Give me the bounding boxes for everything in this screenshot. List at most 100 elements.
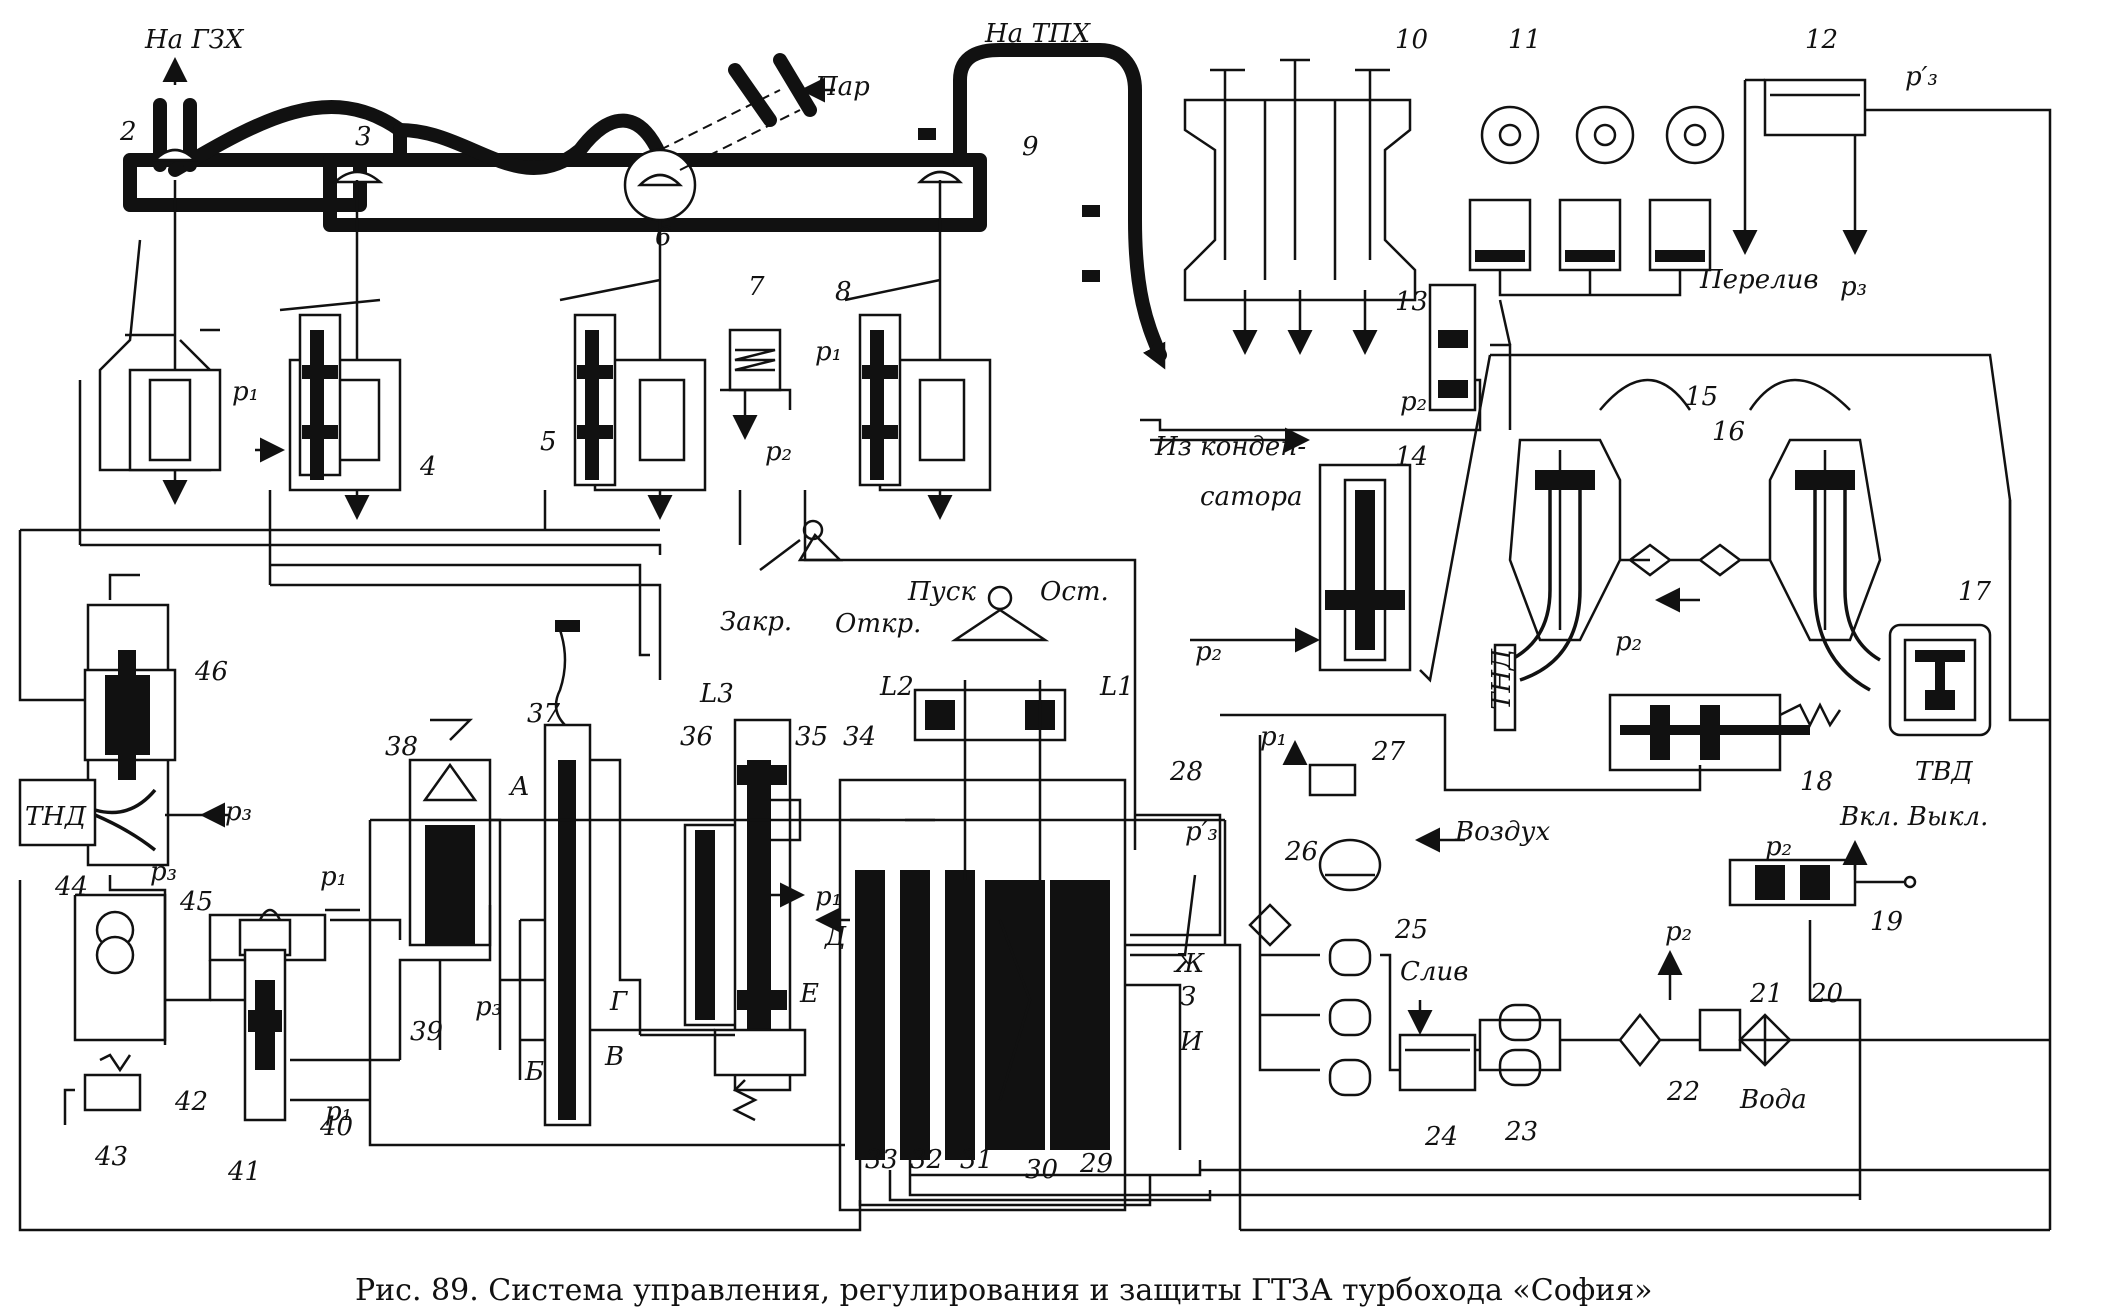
callout-7: 7: [748, 272, 765, 302]
main-block-29-34: [838, 585, 1127, 1212]
actuator-8: [844, 180, 992, 520]
governors-11: [1468, 105, 1725, 297]
letter-i: И: [1179, 1027, 1204, 1057]
callout-19: 19: [1870, 907, 1903, 937]
callout-24: 24: [1424, 1122, 1458, 1152]
label-zakr: Закр.: [720, 607, 792, 637]
label-p3: p₃: [225, 797, 252, 827]
callout-45: 45: [179, 887, 213, 917]
callout-23: 23: [1504, 1117, 1538, 1147]
label-na-tph: На ТПХ: [984, 19, 1091, 49]
callout-43: 43: [94, 1142, 128, 1172]
unit-46: [83, 573, 177, 867]
turbine-tnd-right: [1493, 643, 1517, 732]
callout-35: 35: [795, 722, 828, 752]
callout-22: 22: [1666, 1077, 1700, 1107]
callout-44: 44: [54, 872, 88, 902]
callout-37: 37: [527, 699, 561, 729]
letter-v: В: [604, 1042, 624, 1072]
label-sliv: Слив: [1400, 957, 1468, 987]
label-pusk: Пуск: [907, 577, 976, 607]
label-pereliv: Перелив: [1699, 265, 1819, 295]
callout-38: 38: [385, 732, 418, 762]
turbine-tnd-left: [18, 778, 205, 852]
tank-12: [1732, 78, 2052, 1230]
label-par: Пар: [814, 72, 870, 102]
label-voda: Вода: [1739, 1085, 1807, 1115]
callout-28: 28: [1169, 757, 1203, 787]
letter-d: Д: [824, 922, 847, 952]
label-p2: p₂: [1615, 627, 1642, 657]
filter-22: [1618, 1012, 1662, 1068]
unit-41: [208, 908, 327, 1122]
filter-left: [1248, 903, 1292, 947]
label-p1: p₁: [815, 337, 842, 367]
unit-7: [720, 328, 792, 440]
callout-13: 13: [1395, 287, 1428, 317]
label-tnd-left: ТНД: [25, 802, 87, 832]
callout-16: 16: [1712, 417, 1745, 447]
callout-21: 21: [1749, 979, 1783, 1009]
callout-5: 5: [540, 427, 557, 457]
pumps-23: [1478, 1003, 1562, 1087]
callout-17: 17: [1958, 577, 1992, 607]
callout-4: 4: [419, 452, 437, 482]
label-iz-kondensatora-1: Из конден-: [1154, 432, 1306, 462]
label-vozduh: Воздух: [1454, 817, 1551, 847]
letter-a: А: [508, 772, 530, 802]
flow-arrows: [162, 57, 1868, 1035]
callout-12: 12: [1805, 25, 1838, 55]
unit-14: [1318, 463, 1412, 672]
callout-27: 27: [1371, 737, 1406, 767]
nozzle-chest-10: [1183, 58, 1417, 330]
label-p2: p₂: [1665, 917, 1692, 947]
label-ost: Ост.: [1040, 577, 1109, 607]
text-labels: На ГЗХ На ТПХ Пар Пуск Ост. Закр. Откр. …: [25, 19, 1992, 1308]
servomotor-left: [1505, 378, 1692, 682]
callout-11: 11: [1508, 25, 1541, 55]
unit-38: [408, 718, 492, 947]
label-p3-prime: p′₃: [1185, 817, 1218, 847]
cooler-20-21: [1698, 1008, 1792, 1067]
label-p1: p₁: [815, 882, 842, 912]
start-stop-lever: [759, 519, 844, 571]
figure-caption: Рис. 89. Система управления, регулирован…: [355, 1273, 1653, 1308]
turbine-tvd-unit-17: [1888, 623, 1992, 737]
tank-24: [1398, 1033, 1477, 1092]
label-p3-prime: p′₃: [1905, 62, 1938, 92]
callout-18: 18: [1800, 767, 1833, 797]
callout-42: 42: [174, 1087, 208, 1117]
callout-20: 20: [1809, 979, 1843, 1009]
letter-e: Е: [799, 979, 819, 1009]
label-tvd: ТВД: [1915, 757, 1973, 787]
callout-30: 30: [1025, 1155, 1058, 1185]
actuator-2: [98, 180, 222, 505]
callout-8: 8: [835, 277, 852, 307]
label-p2: p₂: [1400, 387, 1427, 417]
label-na-gzh: На ГЗХ: [144, 25, 245, 55]
callout-41: 41: [227, 1157, 261, 1187]
label-p3: p₃: [475, 992, 502, 1022]
callout-32: 32: [910, 1145, 943, 1175]
unit-19: [1728, 858, 1917, 907]
label-p1: p₁: [325, 1097, 352, 1127]
label-p1: p₁: [1260, 722, 1287, 752]
label-otkr: Откр.: [835, 609, 921, 639]
letter-l2: L2: [879, 672, 914, 702]
callout-29: 29: [1079, 1149, 1113, 1179]
letter-z: З: [1180, 982, 1196, 1012]
label-p1: p₁: [320, 862, 347, 892]
callout-46: 46: [194, 657, 228, 687]
servomotor-right: [1748, 378, 1882, 692]
connecting-lines: [18, 299, 2050, 1232]
pump-44: [73, 893, 167, 1042]
callout-14: 14: [1395, 442, 1428, 472]
callout-34: 34: [843, 722, 876, 752]
label-p2: p₂: [1195, 637, 1222, 667]
callout-31: 31: [960, 1145, 993, 1175]
callout-2: 2: [119, 117, 137, 147]
label-tnd-right: ТНД: [1487, 648, 1517, 710]
unit-43: [63, 1053, 142, 1125]
callout-40: 40: [319, 1112, 353, 1142]
